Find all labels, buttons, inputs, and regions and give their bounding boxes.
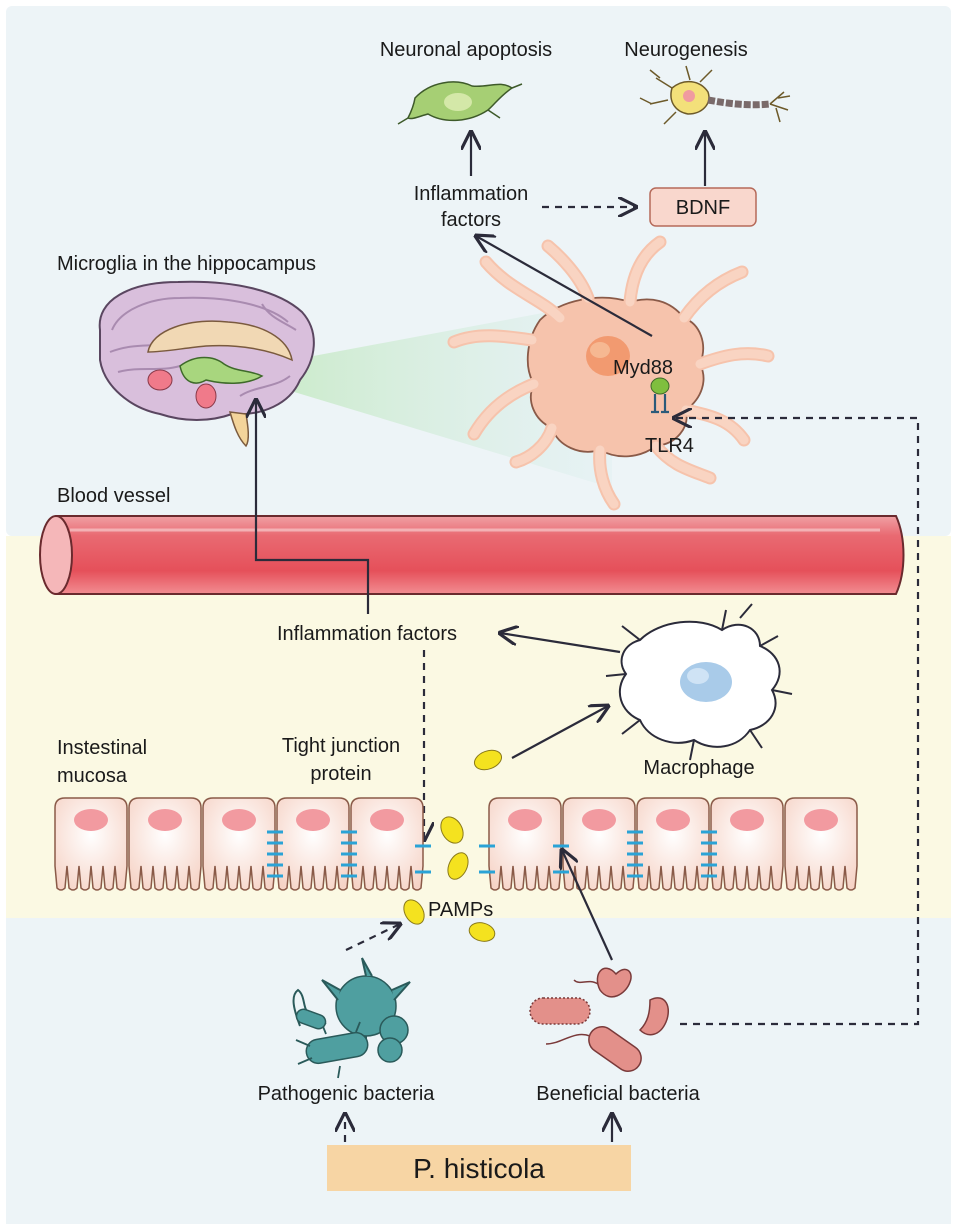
intestinal-epithelium [54,797,858,891]
intestinal-mucosa-label-2: mucosa [57,765,128,787]
pamp-icon [473,749,503,771]
p-histicola-label: P. histicola [413,1153,545,1184]
microglia-cell-icon [447,235,775,511]
microglia-title: Microglia in the hippocampus [57,253,316,275]
pamp-icon [468,922,496,942]
neurogenesis-label: Neurogenesis [624,39,747,61]
epithelial-cell [636,797,710,891]
epithelial-cell [276,797,350,891]
zoom-beam [228,300,612,488]
neuron-icon [639,65,791,125]
tight-junction-label-1: Tight junction [282,735,400,757]
epithelial-cell [562,797,636,891]
arrow-pamp-to-macrophage [511,706,608,759]
dashed-arrow-pathogen-to-pamps [345,924,400,951]
pamps-label: PAMPs [428,899,493,921]
epithelial-cell [350,797,424,891]
macrophage-label: Macrophage [643,757,754,779]
bdnf-box: BDNF [649,187,757,227]
pathogenic-bacteria-label: Pathogenic bacteria [258,1083,436,1105]
tight-junction-protein [341,830,357,878]
blood-vessel-label: Blood vessel [57,485,170,507]
epithelial-cell [488,797,562,891]
epithelial-cell [710,797,784,891]
epithelial-cell [128,797,202,891]
macrophage-icon [605,603,793,761]
beneficial-bacteria-label: Beneficial bacteria [536,1083,700,1105]
pamp-icon [403,899,425,925]
tight-junction-protein [701,830,717,878]
dashed-arrow-beneficial-to-tlr4 [674,418,920,1026]
arrow-macrophage-to-inflammation [500,633,621,654]
neuronal-apoptosis-label: Neuronal apoptosis [380,39,552,61]
tight-junction-protein [627,830,643,878]
epithelial-cell [54,797,128,891]
epithelial-cell [202,797,276,891]
apoptotic-neuron-icon [397,81,523,125]
myd88-label: Myd88 [613,357,673,379]
blood-vessel-icon [39,515,905,595]
inflammation-factors-top-label-2: factors [441,209,501,231]
tight-junction-protein [267,830,283,878]
tlr4-label: TLR4 [645,435,694,457]
tight-junction-protein [479,844,495,874]
arrow-beneficial-to-tight-junction [562,850,614,961]
arrow-inflammation-to-brain [256,400,370,614]
p-histicola-box: P. histicola [327,1145,631,1191]
tight-junction-label-2: protein [310,763,371,785]
intestinal-mucosa-label-1: Instestinal [57,737,147,759]
inflammation-factors-top-label-1: Inflammation [414,183,529,205]
pamp-icon [447,852,469,880]
epithelial-cell [784,797,858,891]
tight-junction-protein [415,844,431,874]
inflammation-factors-mid-label: Inflammation factors [277,623,457,645]
bdnf-label: BDNF [676,197,730,219]
brain-icon [98,280,315,448]
pathogenic-bacteria-icon [292,957,411,1079]
arrow-microglia-to-inflammation [476,236,653,337]
pamp-icon [440,816,464,844]
beneficial-bacteria-icon [529,967,670,1072]
